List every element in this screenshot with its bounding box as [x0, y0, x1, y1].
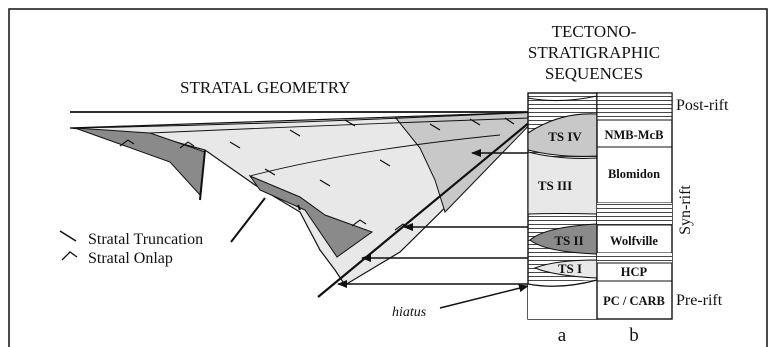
pre-rift-label: Pre-rift	[676, 292, 723, 309]
unconformity	[527, 279, 598, 287]
stratum-line-2	[149, 117, 531, 134]
truncation-mark	[469, 118, 481, 126]
formation-hcp: HCP	[621, 265, 648, 279]
truncation-mark	[429, 123, 441, 131]
legend-truncation-label: Stratal Truncation	[88, 231, 203, 248]
fault-3	[297, 204, 301, 211]
post-rift-band	[596, 92, 673, 121]
ts1-label: TS I	[558, 261, 582, 276]
correlation-arrows	[337, 149, 528, 288]
truncation-mark	[319, 179, 331, 187]
sequences-title-line2: STRATIGRAPHIC	[528, 43, 660, 62]
ts2-wedge-dark-mid	[248, 174, 374, 258]
onlap-mark	[119, 139, 135, 147]
formation-blomidon: Blomidon	[608, 167, 660, 181]
column-b: NMB-McB Blomidon Wolfville HCP PC / CARB	[596, 92, 673, 320]
legend-onlap-label: Stratal Onlap	[88, 250, 173, 267]
hiatus-label: hiatus	[392, 305, 427, 320]
sequences-title-line1: TECTONO-	[552, 22, 637, 41]
stratum-line-3	[249, 134, 501, 177]
truncation-mark	[379, 159, 391, 167]
ts4-label: TS IV	[548, 129, 582, 144]
legend: Stratal Truncation Stratal Onlap	[59, 230, 203, 267]
stratal-cross-section	[69, 111, 544, 298]
post-rift-cap	[527, 95, 598, 102]
post-rift-label: Post-rift	[676, 97, 729, 114]
truncation-mark	[229, 141, 241, 149]
truncation-mark	[504, 117, 515, 125]
column-a: TS IV TS III TS II TS I	[527, 92, 598, 320]
fault-1	[199, 149, 206, 201]
truncation-mark	[264, 168, 276, 176]
figure-border	[8, 8, 768, 347]
hiatus-pointer	[439, 284, 529, 309]
ts3-label: TS III	[538, 178, 572, 193]
truncation-mark	[289, 129, 301, 137]
onlap-mark	[351, 219, 367, 227]
hcp-hatch	[597, 253, 672, 263]
formation-wolfville: Wolfville	[610, 234, 658, 248]
truncation-mark	[344, 119, 356, 127]
blomidon-hatch-lower	[597, 203, 672, 225]
formation-nmb-mcb: NMB-McB	[604, 128, 663, 142]
syn-rift-label: Syn-rift	[677, 185, 694, 235]
column-label-a: a	[558, 325, 567, 346]
pre-rift-base	[528, 280, 597, 319]
legend-truncation-symbol	[59, 230, 77, 242]
onlap-mark	[179, 141, 195, 149]
column-label-b: b	[629, 325, 639, 346]
stratal-geometry-title: STRATAL GEOMETRY	[180, 78, 350, 97]
legend-onlap-symbol	[61, 251, 78, 261]
stratum-line-1	[69, 111, 541, 129]
formation-pc-carb: PC / CARB	[603, 294, 665, 308]
ts2-label: TS II	[554, 233, 583, 248]
fault-2	[230, 197, 266, 243]
sequences-title-line3: SEQUENCES	[545, 64, 643, 83]
border-fault	[317, 111, 543, 298]
